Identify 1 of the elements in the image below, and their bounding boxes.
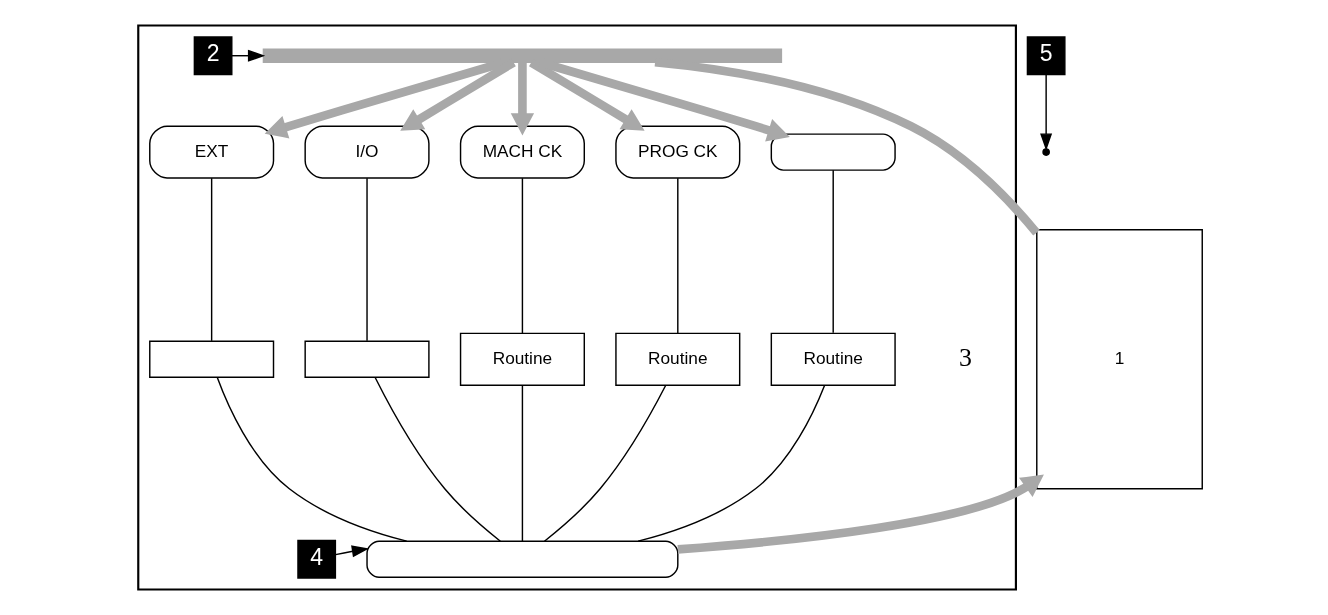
label: 3 — [958, 342, 972, 372]
